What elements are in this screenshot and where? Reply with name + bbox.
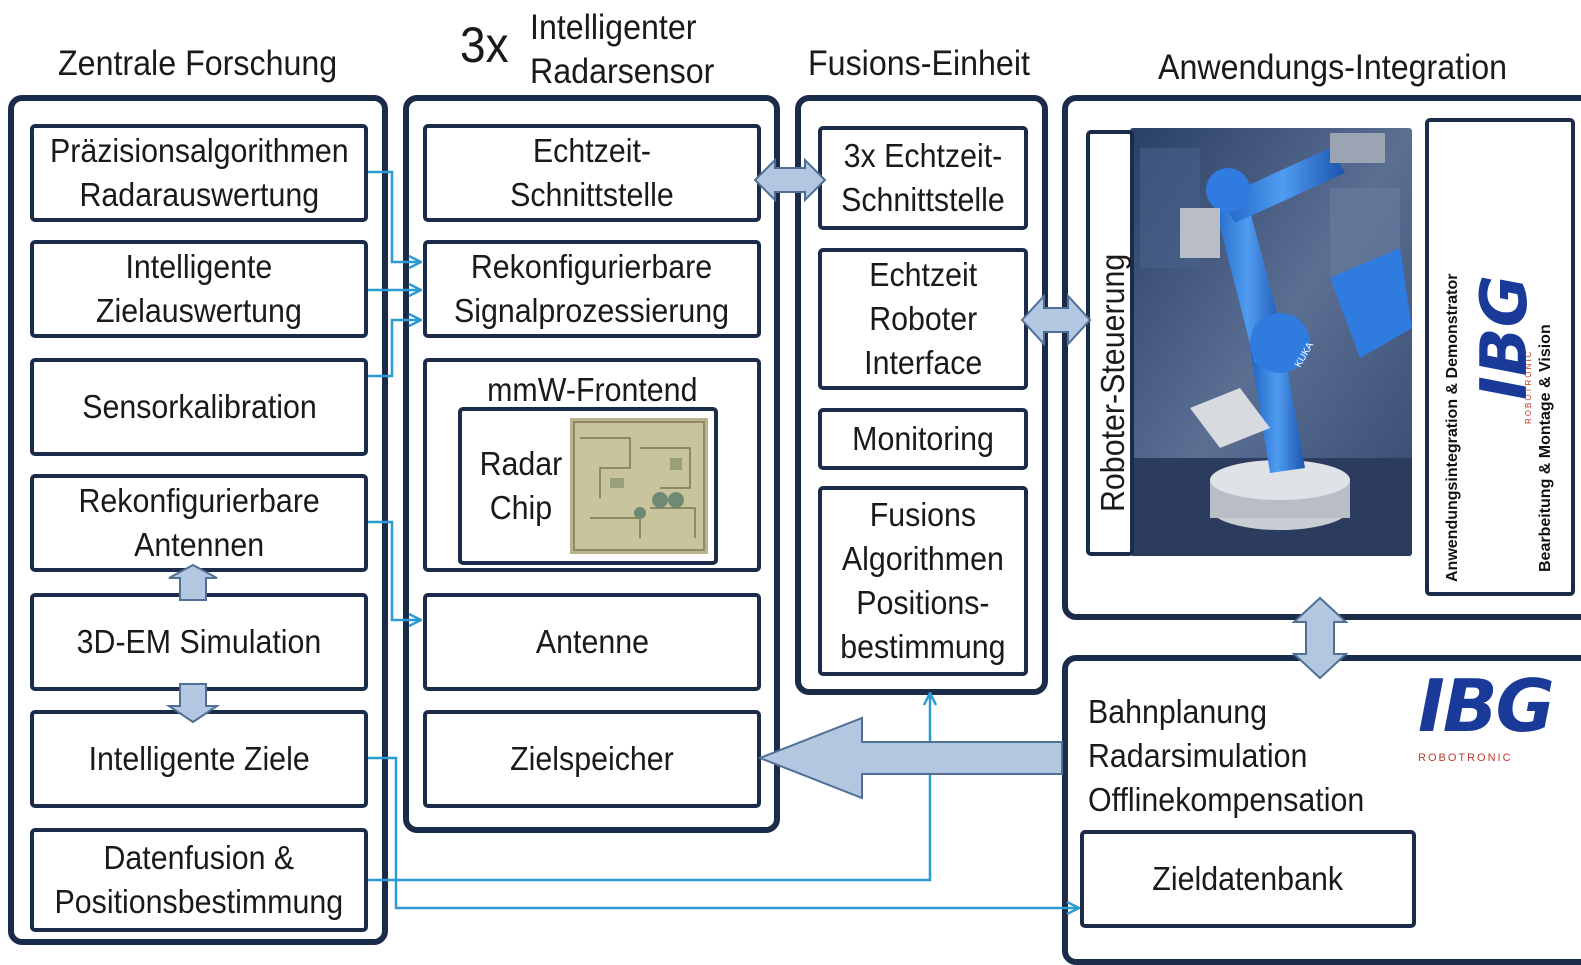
connector-praezision-signal bbox=[368, 170, 420, 262]
box-radar-echtzeit-schnittstelle: Echtzeit- Schnittstelle bbox=[423, 124, 761, 222]
header-radar-line1: Intelligenter bbox=[530, 8, 697, 47]
box-intelligente-zielauswertung: Intelligente Zielauswertung bbox=[30, 240, 368, 338]
mmw-frontend-label: mmW-Frontend bbox=[486, 371, 698, 408]
box-3d-em-simulation: 3D-EM Simulation bbox=[30, 593, 368, 691]
box-sensorkalibration: Sensorkalibration bbox=[30, 358, 368, 456]
box-roboter-steuerung bbox=[1086, 130, 1134, 556]
box-zieldatenbank: Zieldatenbank bbox=[1080, 830, 1416, 928]
box-fusion-schnittstelle: 3x Echtzeit- Schnittstelle bbox=[818, 126, 1028, 230]
connector-kalibration-signal bbox=[368, 320, 420, 378]
robot-image: KUKA bbox=[1130, 128, 1412, 556]
arrow-radar-fusion-schnittstelle bbox=[753, 157, 827, 203]
header-fusions-einheit: Fusions-Einheit bbox=[808, 44, 1030, 83]
planning-line-bahnplanung: Bahnplanung bbox=[1088, 693, 1267, 730]
box-monitoring: Monitoring bbox=[818, 408, 1028, 470]
ibg-logo-sub: ROBOTRONIC bbox=[1418, 752, 1513, 764]
box-datenfusion: Datenfusion & Positionsbestimmung bbox=[30, 828, 368, 932]
box-fusions-algorithmen: Fusions Algorithmen Positions- bestimmun… bbox=[818, 486, 1028, 676]
planning-line-radarsimulation: Radarsimulation bbox=[1088, 737, 1308, 774]
ibg-logo: IBG bbox=[1418, 664, 1555, 748]
arrow-planung-zielspeicher bbox=[757, 716, 1063, 800]
arrow-anwendung-planung bbox=[1291, 596, 1349, 680]
arrow-simulation-antennen bbox=[168, 563, 218, 601]
box-zielspeicher: Zielspeicher bbox=[423, 710, 761, 808]
box-ibg-demonstrator bbox=[1425, 118, 1575, 596]
arrow-fusion-roboter bbox=[1020, 293, 1092, 347]
arrow-simulation-ziele bbox=[165, 683, 221, 724]
header-radar-count: 3x bbox=[460, 17, 509, 73]
box-signalprozessierung: Rekonfigurierbare Signalprozessierung bbox=[423, 240, 761, 338]
box-rekonfigurierbare-antennen: Rekonfigurierbare Antennen bbox=[30, 474, 368, 572]
radar-chip-label: Radar Chip bbox=[479, 445, 563, 526]
radar-chip-image bbox=[570, 418, 708, 554]
connector-ziele-zieldatenbank bbox=[368, 756, 1078, 908]
header-zentrale-forschung: Zentrale Forschung bbox=[58, 44, 338, 83]
box-roboter-interface: Echtzeit Roboter Interface bbox=[818, 248, 1028, 390]
connector-antennen-antenne bbox=[368, 520, 420, 620]
header-radar-line2: Radarsensor bbox=[530, 52, 715, 91]
header-anwendungs-integration: Anwendungs-Integration bbox=[1158, 48, 1508, 87]
planning-line-offlinekompensation: Offlinekompensation bbox=[1088, 781, 1365, 818]
box-praezisionsalgorithmen: Präzisionsalgorithmen Radarauswertung bbox=[30, 124, 368, 222]
box-antenne: Antenne bbox=[423, 593, 761, 691]
